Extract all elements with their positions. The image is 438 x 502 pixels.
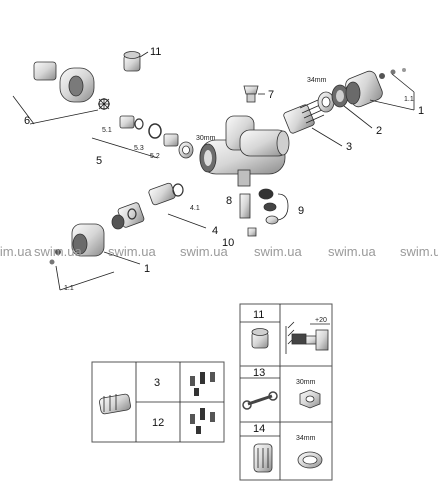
box-parts-3-12: 3 12 (91, 361, 225, 443)
watermark-6: swim.ua (328, 244, 376, 259)
box-11-number: 11 (253, 309, 264, 321)
callout-8: 8 (226, 195, 232, 207)
sleeve-icon (253, 443, 273, 473)
box-part-13: 13 30mm (239, 365, 333, 423)
ring-nut-34mm-icon (297, 451, 323, 469)
watermark-4: swim.ua (180, 244, 228, 259)
part-8-9-10-valves (239, 188, 289, 237)
watermark-5: swim.ua (254, 244, 302, 259)
callout-9: 9 (298, 205, 304, 217)
box-13-number: 13 (253, 367, 265, 379)
box-14-number: 14 (253, 423, 265, 435)
box-11-dimension: +20 (315, 317, 327, 324)
thermostat-mixer-body (199, 115, 290, 187)
screws-icon-top (190, 372, 215, 396)
callout-5-2: 5.2 (150, 153, 160, 160)
screws-icon-bottom (190, 408, 215, 434)
callout-2: 2 (376, 125, 382, 137)
part-3-thermostat-cartridge (283, 99, 343, 147)
cartridge-icon (99, 393, 131, 415)
callout-4-1: 4.1 (190, 205, 200, 212)
part-7-button (243, 85, 265, 103)
callout-5-3: 5.3 (134, 145, 144, 152)
part-nut-34mm (317, 91, 335, 113)
callout-10: 10 (222, 237, 234, 249)
watermark-1: swim.ua (0, 244, 32, 259)
callout-1-1-left: 1.1 (64, 285, 74, 292)
callout-5-1: 5.1 (102, 127, 112, 134)
box-part-14: 14 34mm (239, 421, 333, 481)
box-14-size: 34mm (296, 435, 316, 442)
callout-5: 5 (96, 155, 102, 167)
part-2-ring (331, 84, 373, 129)
extension-fitting-icon (285, 321, 330, 354)
part-11-fitting-top (123, 51, 149, 72)
box-row-12-label: 12 (152, 417, 164, 429)
watermark-7: swim.ua (400, 244, 438, 259)
watermark-3: swim.ua (108, 244, 156, 259)
callout-size-34: 34mm (307, 77, 327, 84)
callout-4: 4 (212, 225, 218, 237)
box-13-size: 30mm (296, 379, 316, 386)
part-1-right-handle (345, 68, 415, 111)
callout-size-30: 30mm (196, 135, 216, 142)
wrench-icon (242, 391, 278, 410)
fitting-11-icon (251, 328, 269, 349)
box-row-3-label: 3 (154, 377, 160, 389)
watermark-2: swim.ua (34, 244, 82, 259)
part-5-group (91, 115, 194, 159)
part-4-fitting (148, 182, 207, 229)
callout-3: 3 (346, 141, 352, 153)
callout-1-1-right: 1.1 (404, 96, 414, 103)
callout-7: 7 (268, 89, 274, 101)
part-1-left-handle-lower (49, 202, 145, 291)
callout-1-left: 1 (144, 263, 150, 275)
callout-11: 11 (150, 46, 161, 58)
box-part-11: 11 +20 (239, 303, 333, 367)
part-6-left-handle (12, 61, 110, 125)
callout-6: 6 (24, 115, 30, 127)
nut-30mm-icon (299, 389, 321, 409)
callout-1-right: 1 (418, 105, 424, 117)
